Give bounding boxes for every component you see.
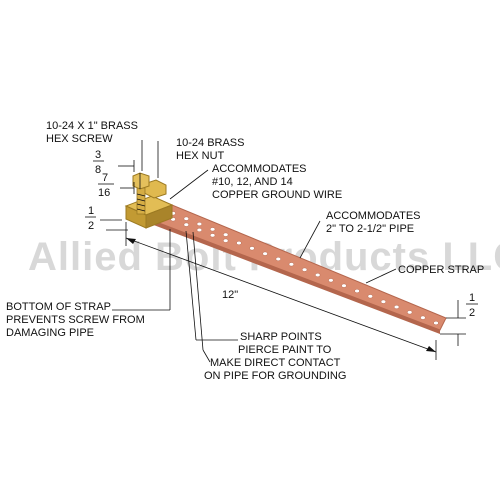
bottom-label-1: BOTTOM OF STRAP bbox=[6, 301, 111, 313]
strap-hole bbox=[183, 216, 189, 221]
fraction-7-16: 7 16 bbox=[98, 172, 114, 199]
strap-hole bbox=[328, 278, 334, 283]
strap-hole bbox=[262, 251, 268, 256]
strap-hole bbox=[209, 227, 216, 232]
strap-hole bbox=[407, 310, 413, 315]
svg-text:1: 1 bbox=[469, 292, 475, 304]
fraction-3-8: 3 8 bbox=[93, 149, 104, 176]
clamp-front bbox=[145, 204, 173, 229]
pipe-label-2: 2" TO 2-1/2" PIPE bbox=[326, 223, 414, 235]
strap-hole bbox=[249, 246, 255, 251]
screw-head bbox=[132, 172, 150, 190]
svg-text:16: 16 bbox=[98, 187, 110, 199]
svg-text:3: 3 bbox=[95, 149, 101, 161]
wire-label-1: ACCOMMODATES bbox=[212, 163, 307, 175]
strap-hole bbox=[223, 238, 229, 243]
strap-hole bbox=[183, 222, 189, 227]
svg-text:2: 2 bbox=[469, 307, 475, 319]
screw-label-1: 10-24 X 1" BRASS bbox=[46, 120, 138, 132]
brass-clamp bbox=[124, 179, 174, 229]
strap-hole bbox=[196, 227, 203, 233]
strap-label: COPPER STRAP bbox=[398, 264, 484, 276]
strap-hole bbox=[420, 315, 426, 320]
strap-hole bbox=[433, 320, 439, 326]
nut-label-2: HEX NUT bbox=[176, 150, 225, 162]
svg-text:8: 8 bbox=[95, 164, 101, 176]
strap-hole bbox=[275, 256, 281, 262]
brass-hex-screw bbox=[132, 172, 150, 215]
strap-hole bbox=[315, 272, 321, 278]
points-label-3: MAKE DIRECT CONTACT bbox=[210, 357, 341, 369]
bottom-label-2: PREVENTS SCREW FROM bbox=[6, 314, 145, 326]
svg-text:2: 2 bbox=[88, 220, 94, 232]
wire-label-3: COPPER GROUND WIRE bbox=[212, 189, 342, 201]
wire-label-2: #10, 12, AND 14 bbox=[212, 176, 293, 188]
strap-hole bbox=[288, 262, 295, 267]
strap-hole bbox=[341, 283, 347, 288]
svg-text:7: 7 bbox=[102, 172, 108, 184]
strap-hole bbox=[209, 233, 216, 238]
strap-hole bbox=[393, 304, 400, 310]
points-label-1: SHARP POINTS bbox=[240, 331, 322, 343]
points-label-4: ON PIPE FOR GROUNDING bbox=[204, 370, 346, 382]
leader-lines bbox=[100, 140, 466, 360]
strap-hole bbox=[380, 299, 387, 304]
fraction-left-1-2: 1 2 bbox=[85, 205, 96, 232]
length-dimension: 12" bbox=[222, 289, 238, 301]
strap-hole bbox=[367, 294, 373, 299]
strap-hole bbox=[236, 240, 242, 246]
points-label-2: PIERCE PAINT TO bbox=[238, 344, 332, 356]
screw-label-2: HEX SCREW bbox=[46, 133, 113, 145]
svg-text:1: 1 bbox=[88, 205, 94, 217]
pipe-label-1: ACCOMMODATES bbox=[326, 210, 421, 222]
fraction-right-1-2: 1 2 bbox=[466, 292, 478, 319]
strap-hole bbox=[223, 232, 229, 237]
nut-label-1: 10-24 BRASS bbox=[176, 137, 244, 149]
strap-hole bbox=[354, 288, 360, 294]
strap-edge bbox=[130, 212, 440, 334]
bottom-label-3: DAMAGING PIPE bbox=[6, 327, 94, 339]
strap-hole bbox=[196, 221, 203, 227]
strap-hole bbox=[301, 267, 308, 272]
